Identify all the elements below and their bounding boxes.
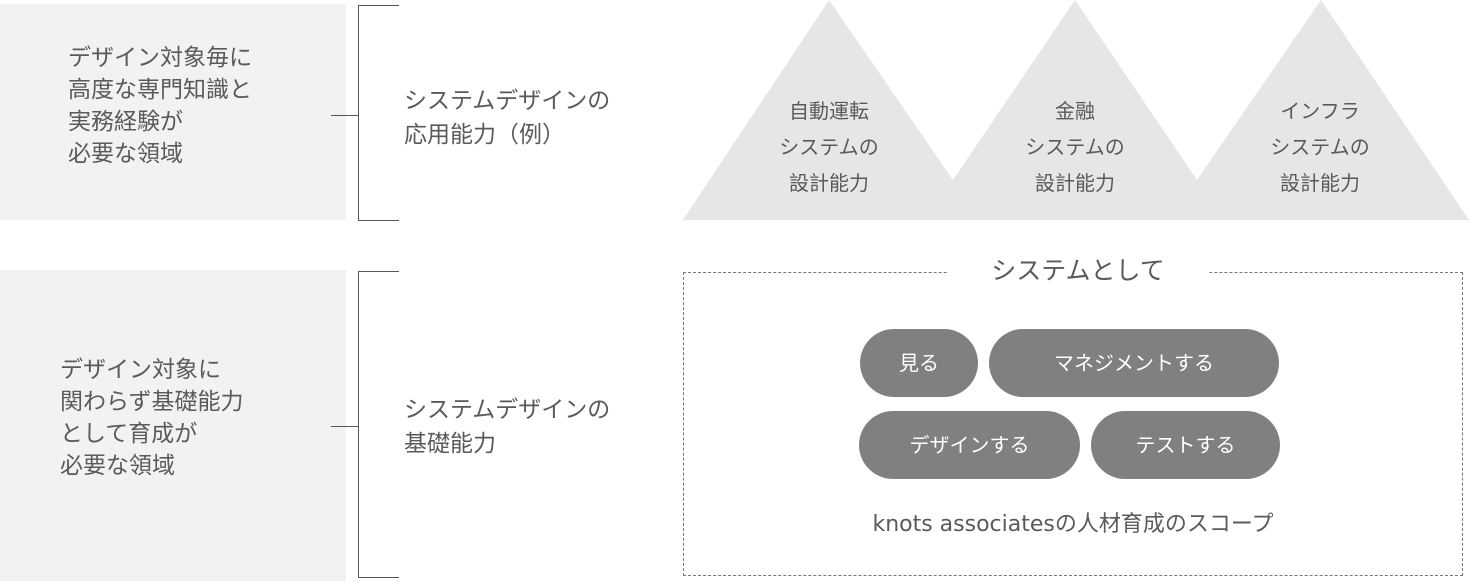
pill-see: 見る — [860, 329, 978, 397]
mountain-range — [683, 0, 1469, 220]
upper-bracket-stub — [331, 115, 359, 116]
pill-manage: マネジメントする — [989, 329, 1279, 397]
pill-test: テストする — [1091, 411, 1280, 479]
lower-left-panel — [0, 270, 346, 581]
upper-left-text: デザイン対象毎に 高度な専門知識と 実務経験が 必要な領域 — [68, 45, 252, 167]
lower-bracket-stub — [331, 426, 359, 427]
peak-label-autonomous-driving: 自動運転 システムの 設計能力 — [779, 99, 879, 195]
upper-mid-text: システムデザインの 応用能力（例） — [404, 88, 611, 148]
lower-bracket — [358, 271, 399, 578]
scope-title: システムとして — [948, 252, 1208, 290]
peak-label-finance: 金融 システムの 設計能力 — [1025, 99, 1125, 195]
upper-left-panel — [0, 4, 346, 220]
lower-mid-text: システムデザインの 基礎能力 — [404, 397, 611, 457]
lower-left-text: デザイン対象に 関わらず基礎能力 として育成が 必要な領域 — [60, 357, 244, 479]
pill-design: デザインする — [859, 411, 1080, 479]
scope-caption: knots associatesの人材育成のスコープ — [872, 512, 1274, 537]
upper-bracket — [358, 5, 399, 221]
peak-label-infrastructure: インフラ システムの 設計能力 — [1270, 99, 1370, 195]
mountain-shape — [683, 0, 1469, 220]
